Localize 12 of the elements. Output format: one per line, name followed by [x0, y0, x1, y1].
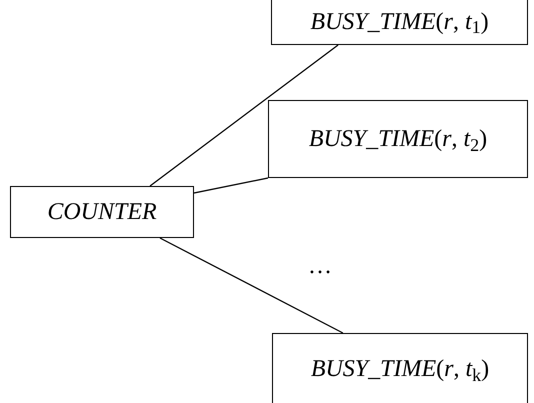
box-text: BUSY_TIME(r, t$_{2}$) — [308, 125, 488, 156]
ellipsis-label: … — [308, 252, 332, 281]
connector-line — [160, 237, 344, 334]
box-text: BUSY_TIME(r, t$_{k}$) — [310, 355, 490, 386]
box-text: COUNTER — [47, 198, 157, 227]
connector-line — [194, 177, 268, 194]
process-box — [272, 333, 528, 403]
process-box — [271, 0, 528, 45]
box-text: BUSY_TIME(r, t$_{1}$) — [310, 8, 489, 39]
process-box — [268, 100, 528, 178]
connector-line — [150, 44, 338, 186]
process-box — [10, 186, 194, 238]
